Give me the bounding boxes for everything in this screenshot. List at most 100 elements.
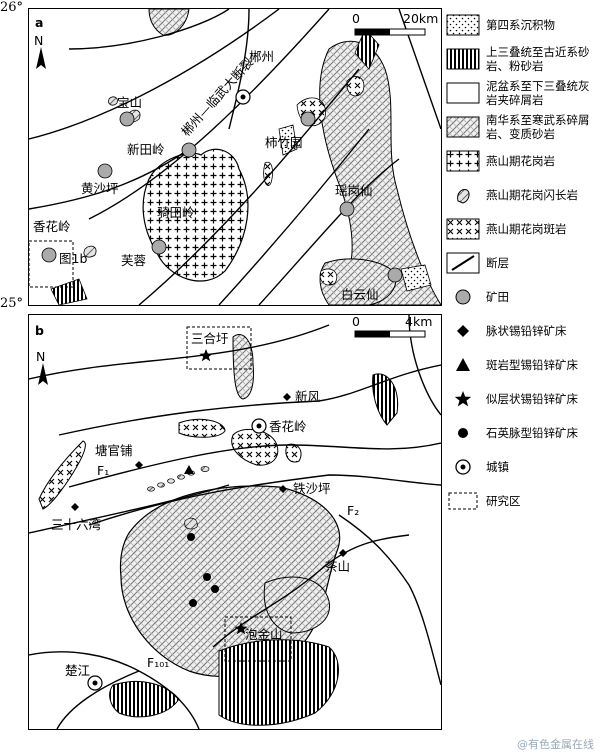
panel-letter-b: b [35,323,44,338]
diamond-icon [446,320,480,342]
label-f1: F₁ [97,463,109,478]
porphyry-deposit-b [184,465,194,474]
ore-field-icon [446,286,480,308]
legend-item-nanhua-cambrian: 南华系至寒武系碎屑岩、变质砂岩 [446,110,600,144]
legend-item-town: 城镇 [446,450,600,484]
ore-field-shizhuyuan [300,111,316,127]
swatch-yanshan-granite [446,150,480,172]
scale-start-b: 0 [352,315,360,329]
nanhua-southeast [319,258,397,305]
label-baoshan: 宝山 [117,95,142,110]
nanhua-belt-north [148,9,190,36]
ore-field-baoshan [119,111,135,127]
label-xintianling: 新田岭 [127,142,165,157]
legend-label: 燕山期花岗闪长岩 [486,188,578,202]
legend-item-quartz-vein: 石英脉型铅锌矿床 [446,416,600,450]
star-icon [446,388,480,410]
stratiform-deposits-b [199,349,248,635]
swatch-devonian-triassic [446,82,480,104]
scale-end-b: 4km [405,315,432,329]
porphyry-a3 [319,268,338,286]
swatch-fault [446,252,480,274]
town-xianghualing-symbol [251,418,267,434]
legend-label: 城镇 [486,460,509,474]
stripe-unit-b3 [372,373,399,426]
legend-label: 第四系沉积物 [486,18,555,32]
porphyry-a4 [263,161,273,186]
legend-label: 研究区 [486,494,521,508]
scale-bar-b [354,330,426,338]
legend-label: 脉状锡铅锌矿床 [486,324,567,338]
north-arrow-a [36,47,46,69]
stratiform-deposit-sanhexu [199,349,213,362]
stripe-unit-b2 [109,681,180,718]
label-chashan: 茶山 [325,559,350,574]
legend-item-yanshan-granite: 燕山期花岗岩 [446,144,600,178]
label-figure-ref: 图1b [59,251,87,266]
label-tangguanpu: 塘官铺 [95,443,133,458]
scale-bar-a [354,28,426,36]
granodiorite-a3 [108,96,118,106]
map-b-svg: N b 0 4km 三合圩 新风 香花岭 塘官铺 F₁ 铁沙坪 F₂ 三十六湾 … [29,315,441,729]
label-yaogangxian: 瑶岗仙 [335,183,373,198]
latitude-label-middle: 25° [0,296,24,311]
panel-letter-a: a [35,15,43,30]
watermark: @有色金属在线 [517,738,594,751]
label-xinfeng: 新风 [295,389,321,404]
scale-end-a: 20km [403,11,438,26]
label-f101: F₁₀₁ [147,655,169,670]
latitude-label-top: 26° [0,0,24,15]
legend-item-yanshan-granodiorite: 燕山期花岗闪长岩 [446,178,600,212]
legend-label: 上三叠统至古近系砂岩、粉砂岩 [486,45,590,73]
label-xianghualing-b: 香花岭 [269,419,307,434]
label-sanshiliuwan: 三十六湾 [51,517,101,532]
legend-label: 燕山期花岗斑岩 [486,222,567,236]
vein-deposit-tangguanpu [135,461,143,469]
study-area-icon [446,490,480,512]
sanshiliuwan-body [38,440,86,510]
north-label-a: N [34,33,43,48]
granodiorite-a1 [83,245,97,258]
legend-item-triassic-paleogene: 上三叠统至古近系砂岩、粉砂岩 [446,42,600,76]
label-qitianling: 骑田岭 [157,205,195,220]
vein-deposit-xinfeng [283,393,291,401]
faults-b [29,315,441,729]
label-paojinshan: 泡金山 [245,627,283,642]
town-chenzhou-symbol [235,89,251,105]
ore-field-yaogangxian [339,201,355,217]
legend-label: 燕山期花岗岩 [486,154,555,168]
legend-item-porphyry-type: 斑岩型锡铅锌矿床 [446,348,600,382]
label-chujiang: 楚江 [65,663,90,678]
vein-deposit-tieshaping [279,485,287,493]
legend-label: 石英脉型铅锌矿床 [486,426,578,440]
legend-item-ore-field: 矿田 [446,280,600,314]
label-tieshaping: 铁沙坪 [293,481,331,496]
swatch-yanshan-granodiorite [446,184,480,206]
town-icon [446,456,480,478]
ore-field-xianghualing [41,247,57,263]
label-baiyunxian: 白云仙 [341,287,379,302]
study-area-box-a [29,240,74,288]
legend-item-fault: 断层 [446,246,600,280]
legend-label: 断层 [486,256,509,270]
map-a-svg: N a 0 20km 郴州—临武大断裂 郴州 宝山 新田岭 柿竹园 黄沙坪 骑田… [29,9,441,305]
granodiorite-chain-b [147,466,210,530]
study-area-box-paojinshan [224,616,292,662]
quartz-vein-deposits-b [187,533,219,607]
swatch-triassic-paleogene [446,48,480,70]
label-xianghualing-a: 香花岭 [33,219,71,234]
faults-a [29,9,441,305]
triangle-icon [446,354,480,376]
legend-item-yanshan-granite-porphyry: 燕山期花岗斑岩 [446,212,600,246]
vein-deposit-chashan [339,549,347,557]
porphyry-b3 [285,443,302,463]
swatch-yanshan-granite-porphyry [446,218,480,240]
sanhexu-body [232,334,254,400]
stripe-unit-a2 [50,278,88,305]
legend: 第四系沉积物 上三叠统至古近系砂岩、粉砂岩 泥盆系至下三叠统灰岩夹碎屑岩 南华系… [446,8,600,518]
legend-item-vein: 脉状锡铅锌矿床 [446,314,600,348]
dot-icon [446,422,480,444]
map-panel-a: N a 0 20km 郴州—临武大断裂 郴州 宝山 新田岭 柿竹园 黄沙坪 骑田… [28,8,442,306]
legend-label: 斑岩型锡铅锌矿床 [486,358,578,372]
vein-deposits-b [71,393,347,557]
